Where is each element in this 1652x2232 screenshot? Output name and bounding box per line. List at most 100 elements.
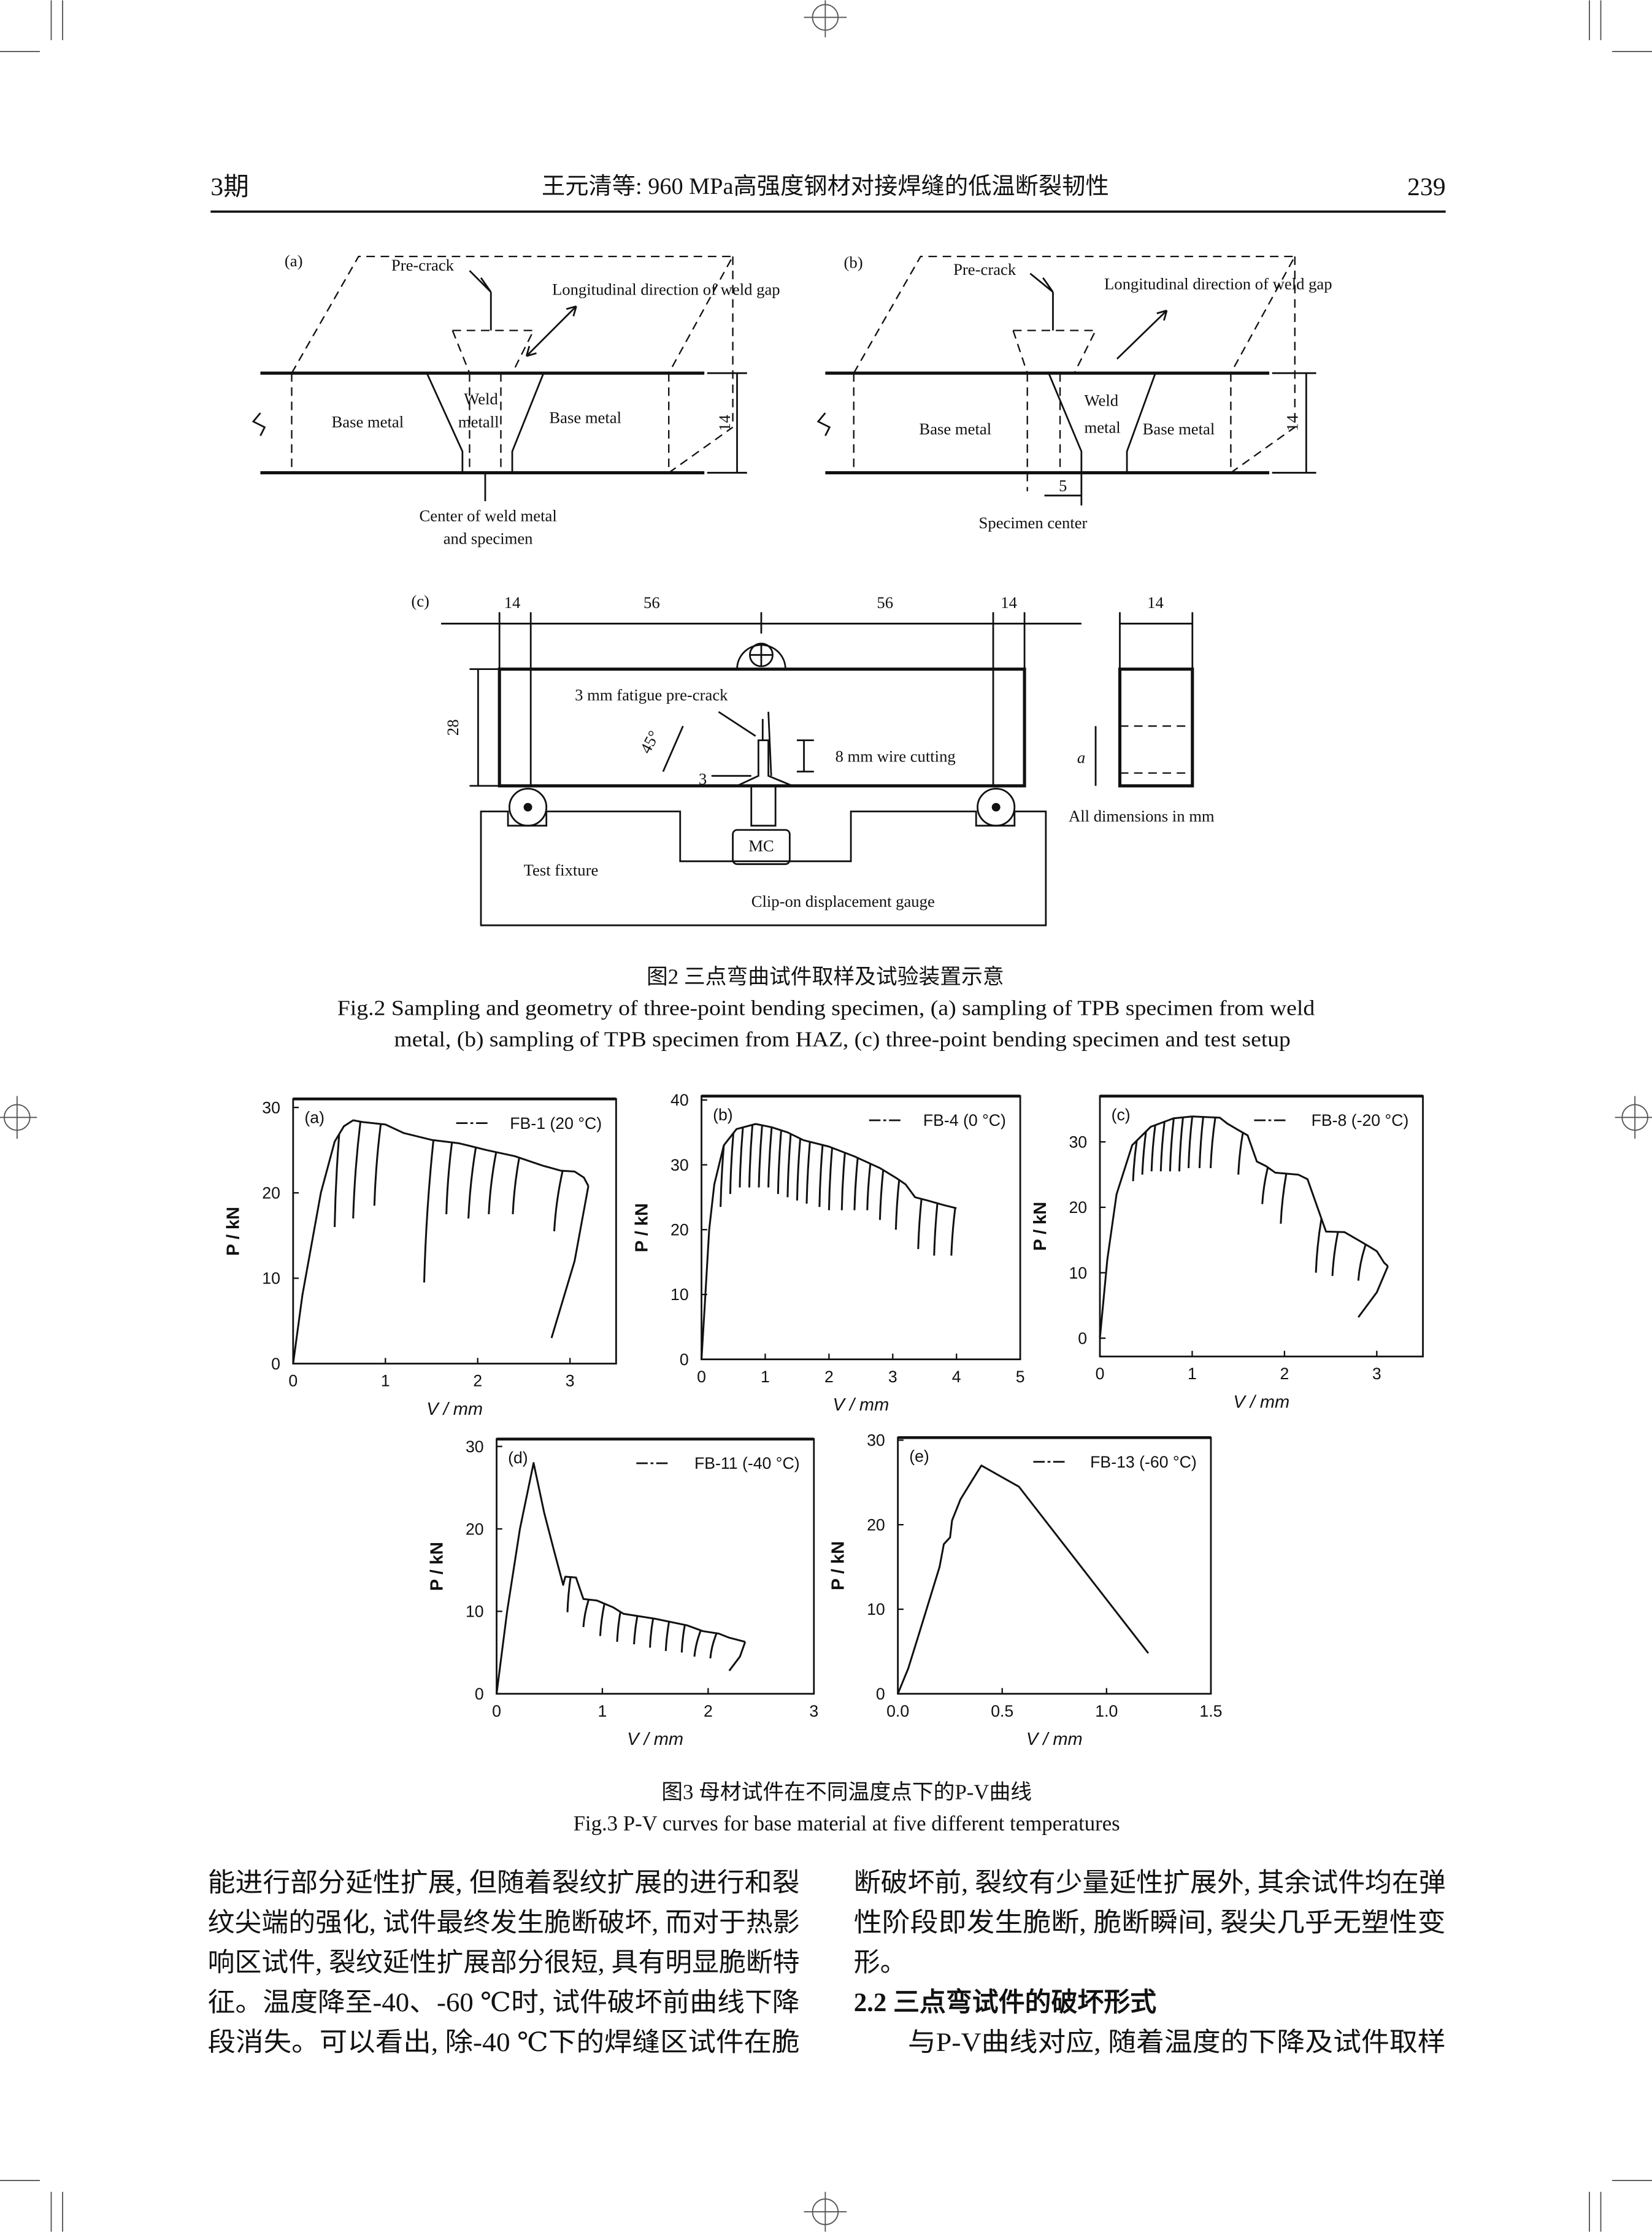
- unload-segment: [1280, 1173, 1288, 1224]
- unload-segment: [582, 1599, 590, 1628]
- x-tick-label: 1.0: [1095, 1702, 1118, 1720]
- y-tick-label: 30: [262, 1098, 280, 1117]
- x-tick-label: 2: [704, 1702, 713, 1720]
- final-unload-segment: [550, 1185, 590, 1339]
- unload-segment: [767, 1127, 773, 1188]
- y-tick-label: 0: [1078, 1329, 1087, 1347]
- unload-segment: [445, 1142, 453, 1215]
- article-title: 王元清等: 960 MPa高强度钢材对接焊缝的低温断裂韧性: [542, 173, 1109, 199]
- unload-segment: [866, 1163, 872, 1210]
- unload-segment: [616, 1611, 621, 1642]
- unload-segment: [334, 1134, 340, 1227]
- y-tick-label: 10: [867, 1600, 885, 1618]
- y-tick-label: 0: [680, 1350, 689, 1369]
- unload-segment: [553, 1170, 564, 1231]
- x-tick-label: 2: [473, 1372, 482, 1390]
- y-tick-label: 0: [876, 1685, 885, 1703]
- unload-segment: [840, 1152, 846, 1210]
- clip-gauge-label: Clip-on displacement gauge: [751, 892, 935, 910]
- unload-segment: [633, 1615, 639, 1645]
- diagram-test-setup: (c) 14 56 56 14 14 28 3 mm fatigue pre-c…: [411, 592, 1215, 926]
- unload-segment: [352, 1122, 362, 1219]
- y-tick-label: 30: [466, 1437, 484, 1456]
- y-axis-label: P / kN: [632, 1203, 651, 1252]
- unload-segment: [758, 1125, 763, 1188]
- base-metal-label: Base metal: [1143, 420, 1215, 438]
- unload-segment: [729, 1133, 734, 1195]
- unload-segment: [373, 1123, 382, 1206]
- paragraph-line: 纹尖端的强化, 试件最终发生脆断破坏, 而对于热影: [208, 1908, 800, 1938]
- plot-frame: [292, 1098, 617, 1364]
- panel-label: (c): [1112, 1106, 1131, 1124]
- y-tick-label: 20: [867, 1515, 885, 1534]
- unload-segment: [1178, 1117, 1184, 1172]
- final-unload-segment: [728, 1641, 747, 1672]
- issue-number: 3期: [210, 173, 249, 201]
- unload-segment: [1169, 1118, 1175, 1172]
- y-tick-label: 20: [670, 1221, 689, 1239]
- unload-segment: [1132, 1140, 1138, 1182]
- unload-segment: [467, 1147, 477, 1219]
- center-label: and specimen: [444, 529, 533, 548]
- test-fixture-label: Test fixture: [524, 861, 599, 879]
- weld-label: Weld: [464, 390, 498, 408]
- x-tick-label: 0: [1096, 1364, 1105, 1383]
- x-tick-label: 2: [824, 1368, 834, 1386]
- figure-2-caption-en: metal, (b) sampling of TPB specimen from…: [394, 1027, 1291, 1051]
- unload-segment: [933, 1203, 939, 1256]
- unload-segment: [649, 1618, 655, 1648]
- mc-label: MC: [748, 837, 774, 855]
- x-axis-label: V / mm: [1233, 1393, 1289, 1412]
- section-heading: 2.2 三点弯试件的破坏形式: [854, 1987, 1157, 2017]
- dimension-label: 14: [1147, 593, 1164, 612]
- crack-length-label: a: [1077, 748, 1085, 767]
- legend-label: FB-1 (20 °C): [510, 1114, 602, 1133]
- units-note: All dimensions in mm: [1069, 807, 1215, 825]
- page-number: 239: [1407, 173, 1446, 201]
- final-unload-segment: [1358, 1266, 1389, 1318]
- x-tick-label: 4: [952, 1368, 961, 1386]
- unload-segment: [1150, 1125, 1156, 1172]
- diagram-weld-metal-sampling: (a) Pre-crack Longitudinal direction of …: [252, 252, 780, 548]
- y-tick-label: 20: [262, 1184, 280, 1203]
- x-axis-label: V / mm: [426, 1399, 483, 1419]
- y-axis-label: P / kN: [427, 1542, 447, 1591]
- y-axis-label: P / kN: [828, 1541, 848, 1590]
- paragraph-line: 段消失。可以看出, 除-40 ℃下的焊缝区试件在脆: [208, 2028, 800, 2057]
- unload-segment: [680, 1625, 686, 1653]
- notch-depth-label: 3: [699, 770, 707, 788]
- plot-frame: [496, 1438, 815, 1695]
- registration-mark-icon: [804, 2192, 847, 2232]
- dimension-label: 56: [877, 593, 893, 612]
- precrack-label: Pre-crack: [391, 256, 455, 274]
- y-tick-label: 0: [271, 1355, 280, 1373]
- panel-label: (d): [508, 1449, 528, 1467]
- specimen-center-label: Specimen center: [979, 514, 1088, 532]
- registration-mark-icon: [1615, 1096, 1652, 1139]
- y-axis-label: P / kN: [1031, 1202, 1050, 1251]
- panel-label: (b): [713, 1106, 733, 1124]
- y-tick-label: 10: [1069, 1264, 1087, 1282]
- x-tick-label: 3: [1372, 1364, 1381, 1383]
- unload-segment: [853, 1158, 859, 1210]
- panel-label: (e): [909, 1447, 929, 1466]
- longitudinal-label: Longitudinal direction of weld gap: [1104, 274, 1332, 293]
- y-tick-label: 10: [262, 1269, 280, 1288]
- figure-2: (a) Pre-crack Longitudinal direction of …: [252, 252, 1332, 926]
- legend-label: FB-4 (0 °C): [923, 1111, 1006, 1129]
- dimension-label: 14: [504, 593, 521, 612]
- unload-segment: [1357, 1244, 1367, 1281]
- base-metal-label: Base metal: [331, 412, 404, 431]
- diagram-haz-sampling: (b) Pre-crack Longitudinal direction of …: [816, 253, 1332, 532]
- running-header: 3期 王元清等: 960 MPa高强度钢材对接焊缝的低温断裂韧性 239: [210, 173, 1446, 213]
- figure-2-caption-cn: 图2 三点弯曲试件取样及试验装置示意: [647, 964, 1004, 988]
- y-tick-label: 10: [670, 1285, 689, 1304]
- x-tick-label: 0: [492, 1702, 501, 1720]
- x-tick-label: 3: [809, 1702, 818, 1720]
